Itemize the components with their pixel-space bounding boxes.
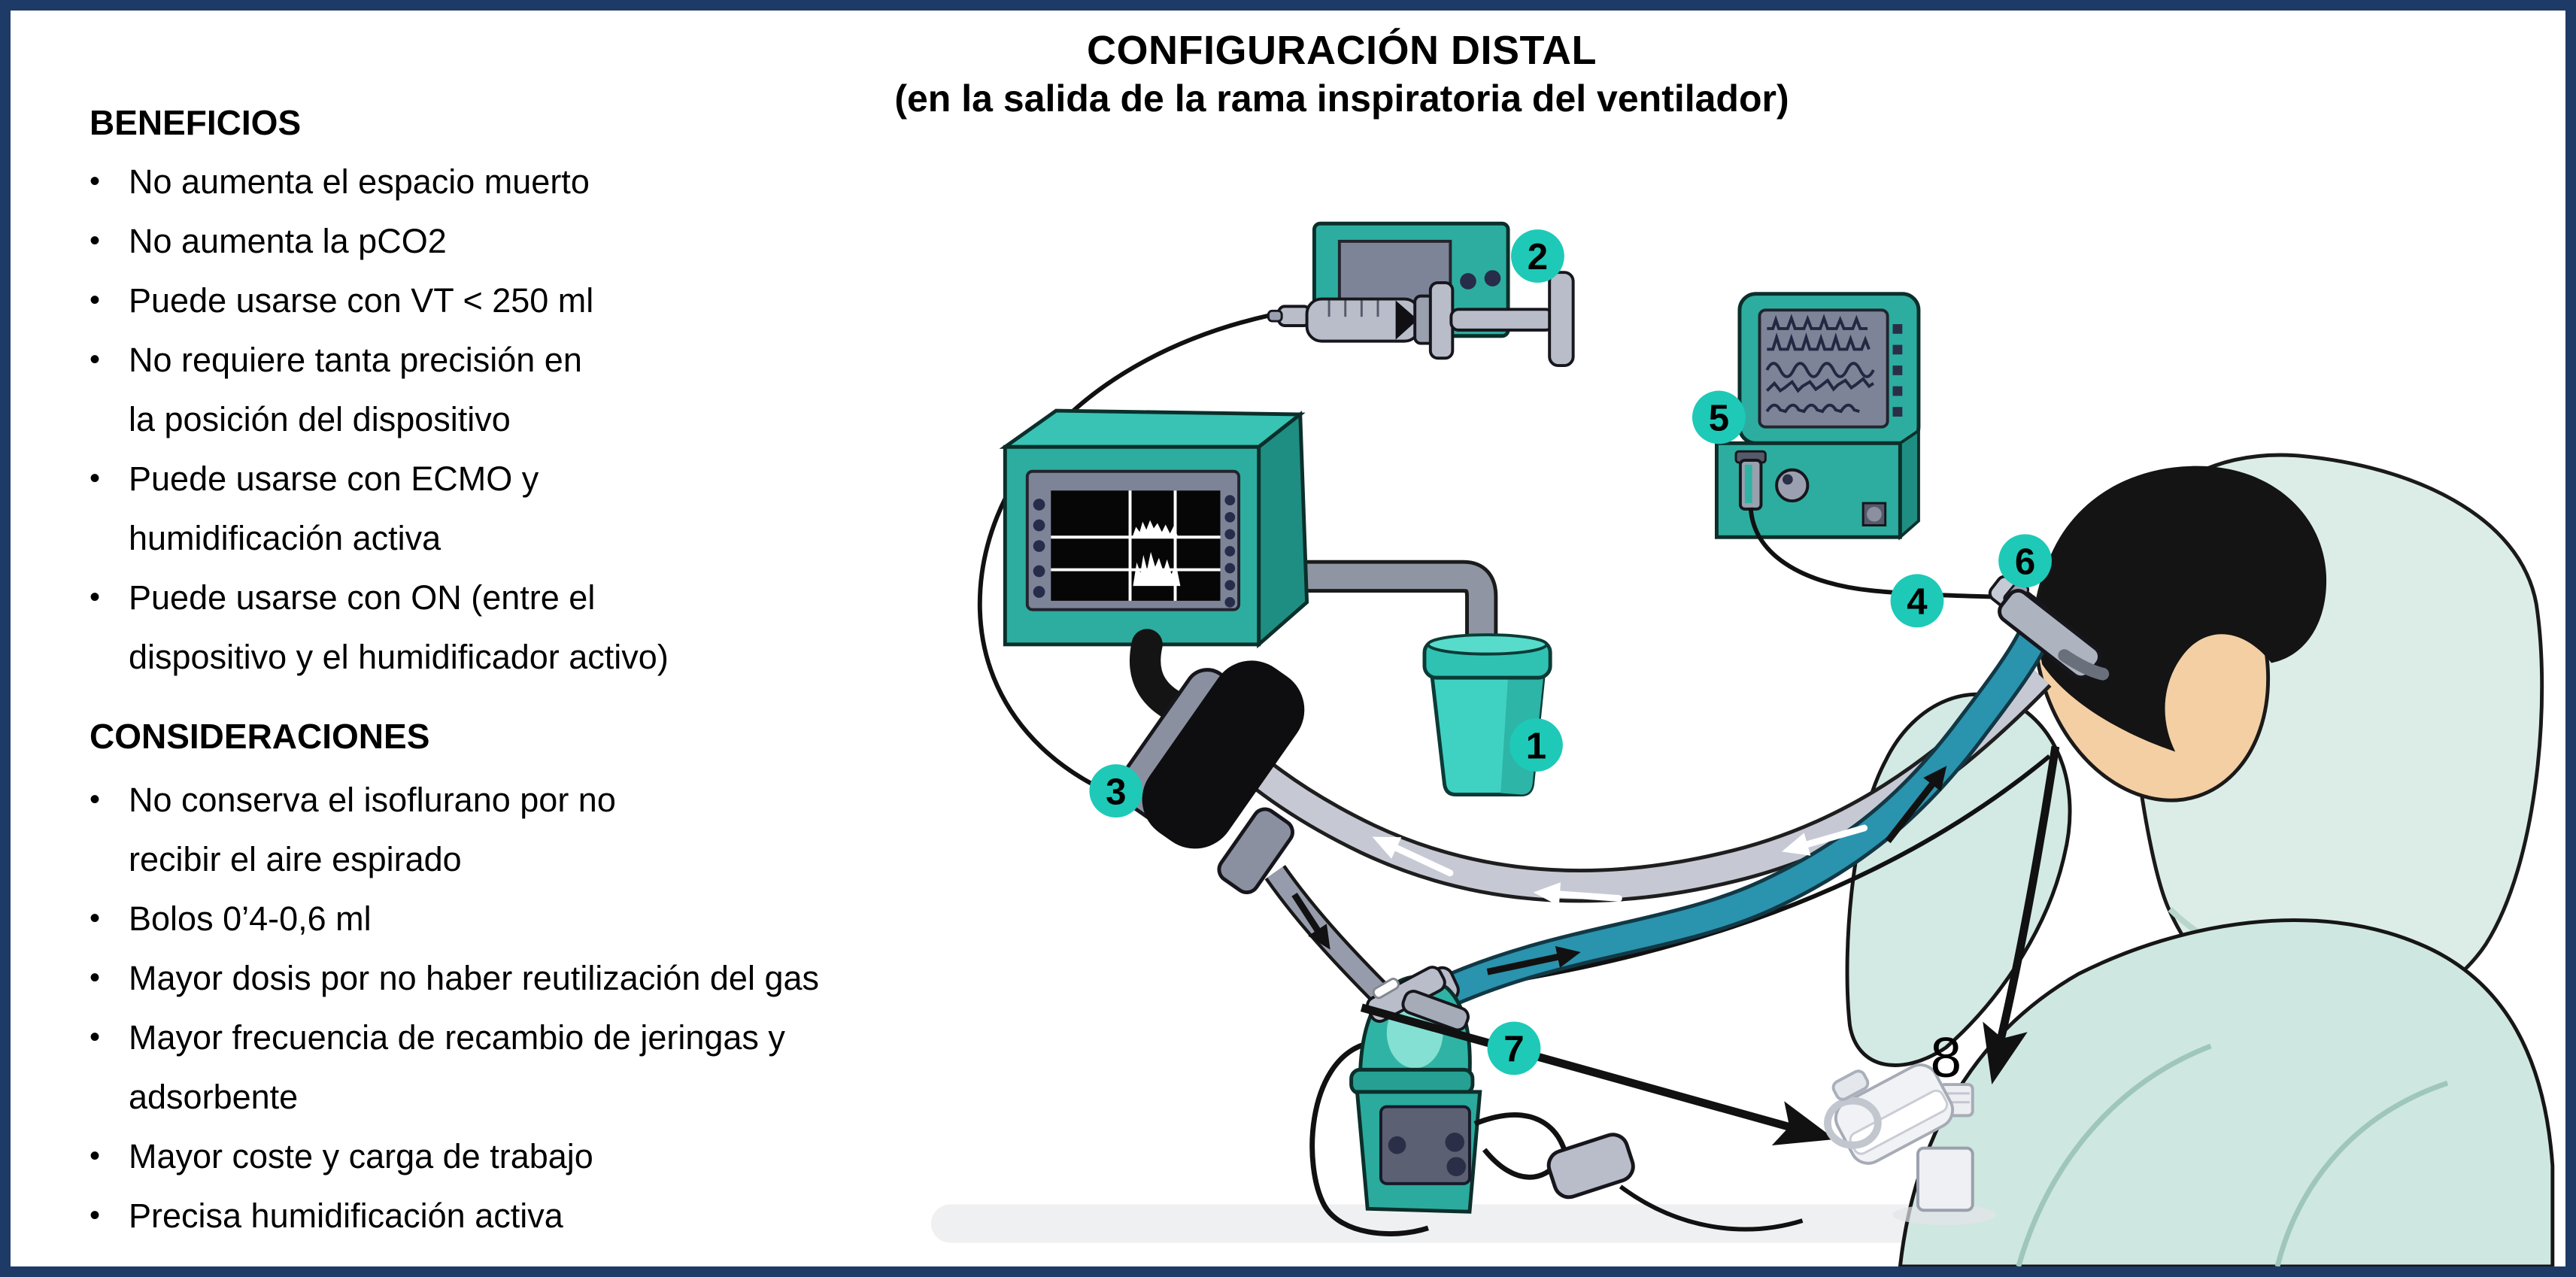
consideration-item: •Mayor coste y carga de trabajo (90, 1127, 947, 1186)
benefit-item: •Puede usarse con ON (entre el dispositi… (90, 568, 947, 687)
gas-monitor (1714, 292, 2035, 600)
humidifier (1309, 966, 1804, 1236)
consideration-item: •Bolos 0’4-0,6 ml (90, 889, 947, 948)
consideration-item: •No conserva el isoflurano por no recibi… (90, 770, 947, 889)
badge-6: 6 (1998, 534, 2052, 588)
screen-waveform-bottom (1133, 551, 1181, 587)
nebulizer-pointer-arrows (1360, 745, 2060, 1146)
title-subtitle: (en la salida de la rama inspiratoria de… (894, 77, 1789, 120)
considerations-list: •No conserva el isoflurano por no recibi… (90, 770, 947, 1245)
tube-to-mouth (2058, 649, 2110, 681)
svg-text:5: 5 (1709, 398, 1729, 439)
badge-1: 1 (1509, 718, 1563, 772)
syringe (1267, 271, 1575, 368)
bullet-icon: • (90, 343, 101, 376)
bullet-icon: • (90, 165, 101, 198)
humidifier-cable-loop (1309, 1042, 1429, 1236)
y-connector (1365, 966, 1470, 1032)
agent-supply-line (977, 313, 1271, 817)
ventilator (999, 408, 1309, 725)
bullet-icon: • (90, 961, 101, 994)
flow-arrow-to-patient-2 (1885, 766, 1947, 844)
benefits-heading: BENEFICIOS (90, 103, 302, 142)
badge-7: 7 (1487, 1021, 1541, 1075)
benefit-item: •Puede usarse con VT < 250 ml (90, 271, 947, 330)
reflector-device (1117, 660, 1403, 1017)
gas-sampling-line (1748, 507, 2035, 600)
patient-hair (2037, 466, 2327, 752)
label-8: 8 (1931, 1026, 1962, 1089)
bullet-icon: • (90, 783, 101, 816)
badge-3: 3 (1089, 764, 1143, 818)
considerations-heading: CONSIDERACIONES (90, 717, 430, 756)
syringe-pump (1267, 221, 1575, 368)
svg-text:3: 3 (1106, 771, 1126, 812)
exhaust-pipe (1306, 560, 1498, 658)
expiratory-flow-arrows (1372, 824, 1868, 906)
svg-text:1: 1 (1526, 725, 1546, 766)
benefit-item: •No aumenta el espacio muerto (90, 152, 947, 211)
title-main: CONFIGURACIÓN DISTAL (1087, 28, 1597, 73)
bullet-icon: • (90, 284, 101, 317)
benefit-item: •No aumenta la pCO2 (90, 211, 947, 271)
screen-waveform-top (1132, 520, 1179, 538)
consideration-item: •Precisa humidificación activa (90, 1186, 947, 1245)
svg-text:2: 2 (1528, 236, 1548, 278)
consideration-item: •Mayor frecuencia de recambio de jeringa… (90, 1008, 947, 1127)
flow-arrow-to-patient-1 (1486, 946, 1581, 975)
flow-arrow-down (1291, 892, 1330, 950)
circuit-diagram-illustration: 1 2 3 4 5 6 7 8 (930, 221, 2555, 1266)
page-title: CONFIGURACIÓN DISTAL (en la salida de la… (778, 26, 1906, 122)
bullet-icon: • (90, 1021, 101, 1054)
svg-text:4: 4 (1907, 581, 1928, 623)
bullet-icon: • (90, 224, 101, 257)
svg-text:7: 7 (1503, 1029, 1524, 1070)
bullet-icon: • (90, 462, 101, 495)
benefits-list: •No aumenta el espacio muerto •No aument… (90, 152, 947, 687)
bullet-icon: • (90, 1199, 101, 1232)
nebulizer (1824, 1063, 1997, 1225)
benefit-item: •No requiere tanta precisión en la posic… (90, 330, 947, 449)
consideration-item: •Mayor dosis por no haber reutilización … (90, 948, 947, 1008)
remote-cable-tail (1619, 1184, 1804, 1232)
svg-text:6: 6 (2015, 541, 2035, 582)
badge-2: 2 (1511, 229, 1564, 283)
bullet-icon: • (90, 902, 101, 935)
airway-connector (1988, 575, 2110, 681)
patient-gown (1898, 918, 2555, 1266)
badge-5: 5 (1692, 390, 1746, 444)
scavenging-cup (1422, 633, 1552, 796)
bullet-icon: • (90, 1139, 101, 1172)
bullet-icon: • (90, 581, 101, 614)
remote-sensor (1546, 1133, 1635, 1200)
remote-cable (1473, 1112, 1567, 1151)
benefit-item: •Puede usarse con ECMO y humidificación … (90, 449, 947, 568)
badge-4: 4 (1890, 574, 1944, 628)
svg-text:8: 8 (1931, 1026, 1962, 1089)
water-trap (1734, 450, 1767, 511)
